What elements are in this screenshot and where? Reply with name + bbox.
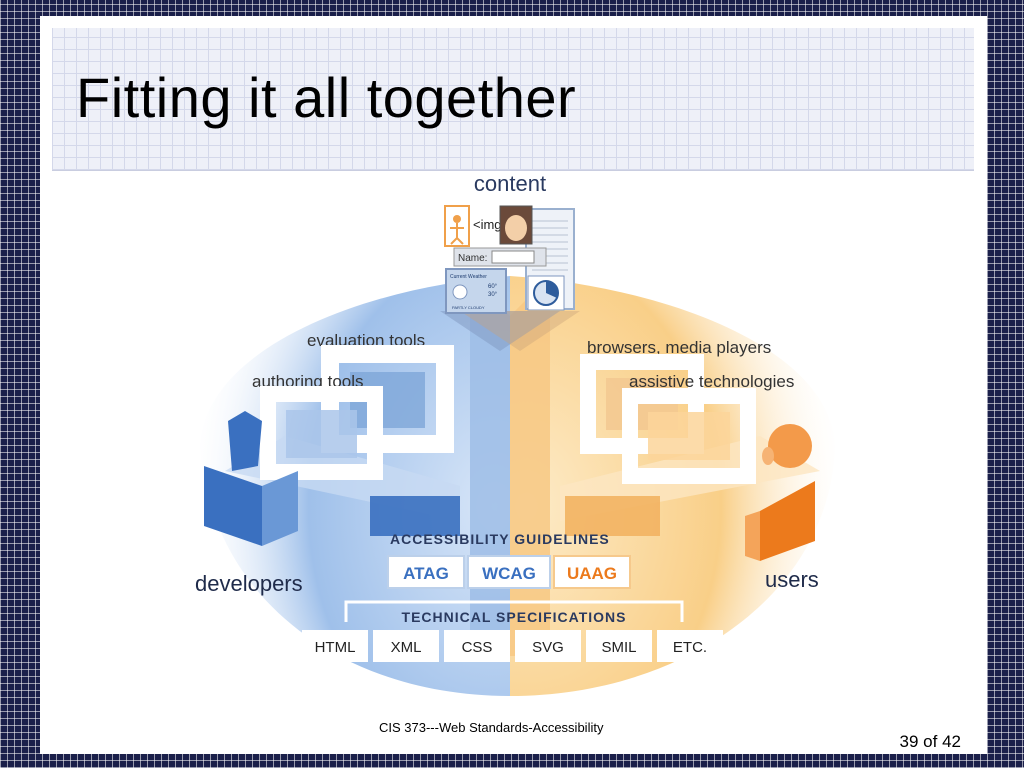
guideline-uaag: UAAG [567, 564, 617, 583]
developer-dark-beam [370, 496, 460, 536]
assistive-screen [648, 412, 730, 460]
authoring-tools-screen [286, 410, 357, 458]
browsers-label: browsers, media players [587, 338, 771, 357]
figure-body-icon [450, 223, 464, 245]
guidelines-header: ACCESSIBILITY GUIDELINES [390, 531, 610, 547]
authoring-tools-frame [260, 386, 383, 480]
spec-box-etc [657, 630, 723, 662]
specs-boxes: HTML XML CSS SVG SMIL ETC. [302, 630, 723, 662]
spec-etc: ETC. [673, 639, 707, 656]
title-band: Fitting it all together [52, 28, 974, 171]
guideline-box-uaag [553, 555, 631, 589]
specs-bracket [344, 600, 684, 622]
developers-label: developers [195, 571, 303, 596]
guideline-atag: ATAG [403, 564, 449, 583]
accessibility-diagram: content <img Name: Current Weather 60° [195, 171, 835, 696]
guidelines-boxes: ATAG WCAG UAAG [387, 555, 631, 589]
pie-slice [546, 280, 559, 298]
weather-title: Current Weather [450, 274, 487, 280]
spec-box-svg [515, 630, 581, 662]
users-label: users [765, 567, 819, 592]
cloud-icon [452, 284, 468, 300]
guideline-box-atag [387, 555, 465, 589]
page-number: 39 of 42 [899, 732, 961, 751]
spec-box-smil [586, 630, 652, 662]
child-face [505, 215, 527, 241]
spec-smil: SMIL [601, 639, 636, 656]
weather-temp-1: 60° [488, 284, 498, 290]
user-figure-icon [745, 424, 815, 561]
content-label: content [474, 171, 546, 196]
content-beam-left [440, 311, 560, 351]
assistive-label: assistive technologies [629, 372, 794, 391]
spec-html: HTML [315, 639, 356, 656]
spec-box-css [444, 630, 510, 662]
spec-box-html [302, 630, 368, 662]
user-dark-beam [565, 496, 660, 536]
content-beam-right [460, 311, 580, 351]
spec-box-xml [373, 630, 439, 662]
spec-xml: XML [391, 639, 422, 656]
weather-status: PARTLY CLOUDY [452, 305, 485, 310]
assistive-frame [622, 388, 756, 484]
spec-css: CSS [462, 639, 493, 656]
name-field-label: Name: [458, 253, 487, 264]
img-tag-text: <img [473, 217, 502, 232]
guideline-wcag: WCAG [482, 564, 536, 583]
name-field-input [491, 250, 535, 264]
specs-header: TECHNICAL SPECIFICATIONS [402, 609, 627, 625]
figure-icon [453, 215, 461, 223]
content-card: <img Name: Current Weather 60° 30° PARTL… [444, 205, 575, 314]
footer-text: CIS 373---Web Standards-Accessibility [379, 720, 604, 735]
guideline-box-wcag [467, 555, 551, 589]
developer-figure-icon [204, 411, 298, 546]
weather-temp-2: 30° [488, 292, 498, 298]
slide-title: Fitting it all together [76, 66, 577, 129]
slide: Fitting it all together [40, 16, 987, 754]
spec-svg: SVG [532, 639, 564, 656]
